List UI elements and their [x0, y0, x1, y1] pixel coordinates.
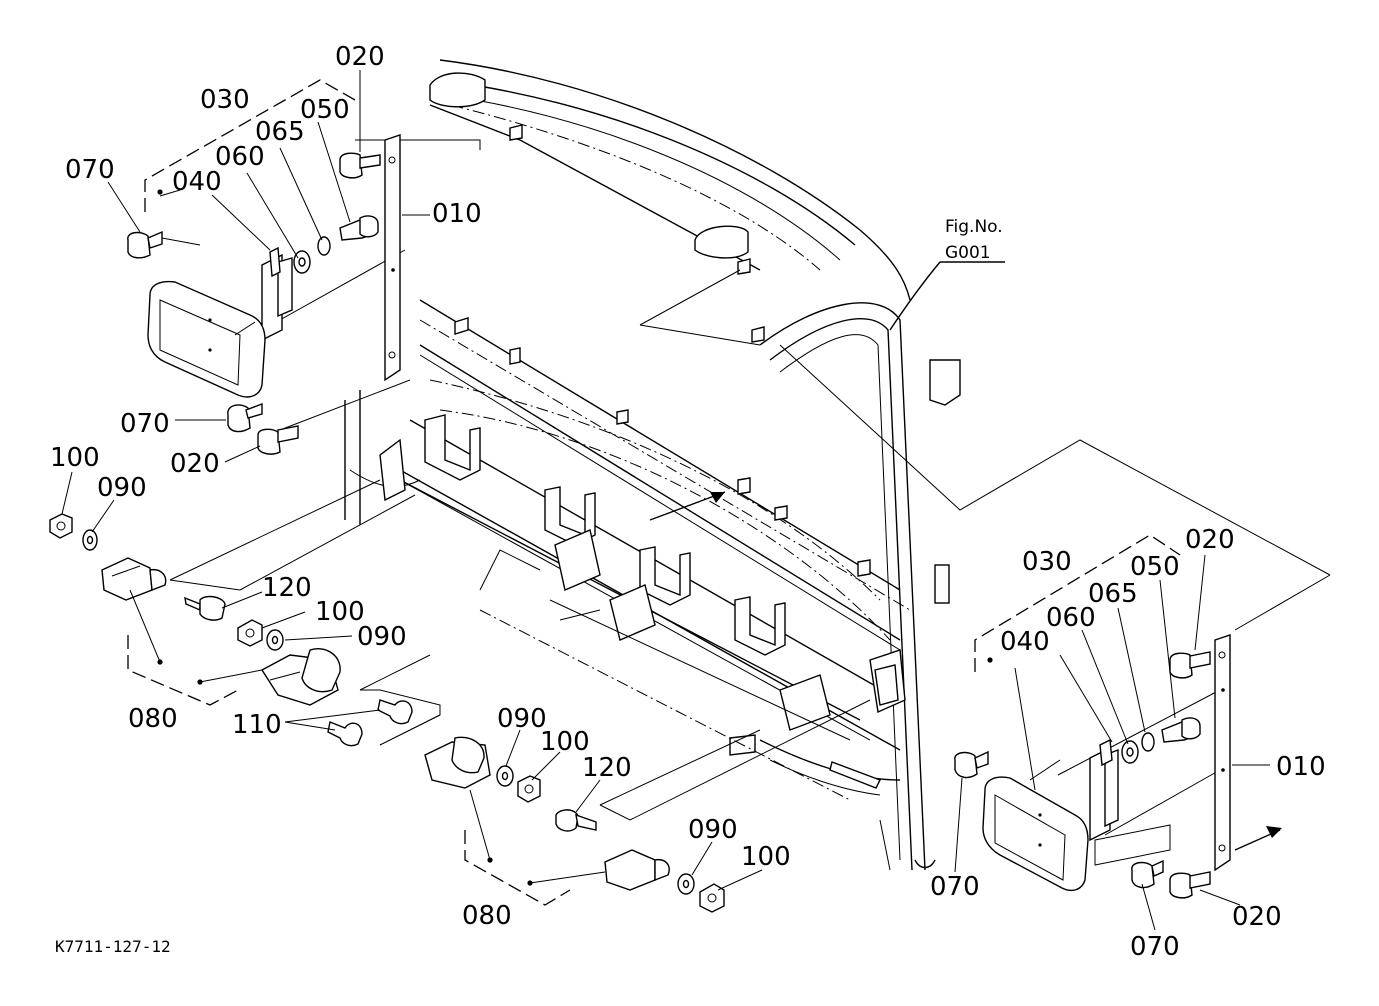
label-030-a: 030 — [200, 85, 250, 115]
drawing-code: K7711-127-12 — [55, 937, 171, 956]
label-060-a: 060 — [215, 142, 265, 172]
label-100-a: 100 — [50, 443, 100, 473]
group-outlines — [127, 79, 1181, 906]
label-080-a: 080 — [128, 704, 178, 734]
label-020-a: 020 — [335, 42, 385, 72]
label-090-a: 090 — [97, 473, 147, 503]
label-100-d: 100 — [741, 842, 791, 872]
label-070-c: 070 — [930, 872, 980, 902]
seat-belts — [49, 513, 725, 913]
label-020-d: 020 — [1232, 902, 1282, 932]
label-040-b: 040 — [1000, 627, 1050, 657]
label-060-b: 060 — [1046, 603, 1096, 633]
label-030-b: 030 — [1022, 547, 1072, 577]
label-080-b: 080 — [462, 901, 512, 931]
label-090-b: 090 — [357, 622, 407, 652]
label-020-c: 020 — [1185, 525, 1235, 555]
label-010-b: 010 — [1276, 752, 1326, 782]
label-100-c: 100 — [540, 727, 590, 757]
label-110: 110 — [232, 710, 282, 740]
label-020-b: 020 — [170, 449, 220, 479]
leader-lines — [169, 139, 1331, 866]
label-090-d: 090 — [688, 815, 738, 845]
label-065-b: 065 — [1088, 579, 1138, 609]
label-065-a: 065 — [255, 117, 305, 147]
label-070-b: 070 — [120, 409, 170, 439]
label-leaders — [61, 70, 1270, 931]
label-050-a: 050 — [300, 95, 350, 125]
label-090-c: 090 — [497, 704, 547, 734]
work-light-left — [127, 134, 401, 455]
label-070-a: 070 — [65, 155, 115, 185]
part-labels: 020 030 065 050 060 070 040 010 070 020 … — [50, 42, 1326, 962]
label-010-a: 010 — [432, 199, 482, 229]
fig-ref-line1: Fig.No. — [945, 217, 1003, 237]
label-120-b: 120 — [582, 753, 632, 783]
label-100-b: 100 — [315, 597, 365, 627]
label-120-a: 120 — [262, 573, 312, 603]
label-040-a: 040 — [172, 167, 222, 197]
label-050-b: 050 — [1130, 552, 1180, 582]
label-070-d: 070 — [1130, 932, 1180, 962]
cab-frame — [344, 59, 961, 871]
fig-ref-line2: G001 — [945, 243, 991, 263]
work-light-right — [954, 634, 1282, 899]
